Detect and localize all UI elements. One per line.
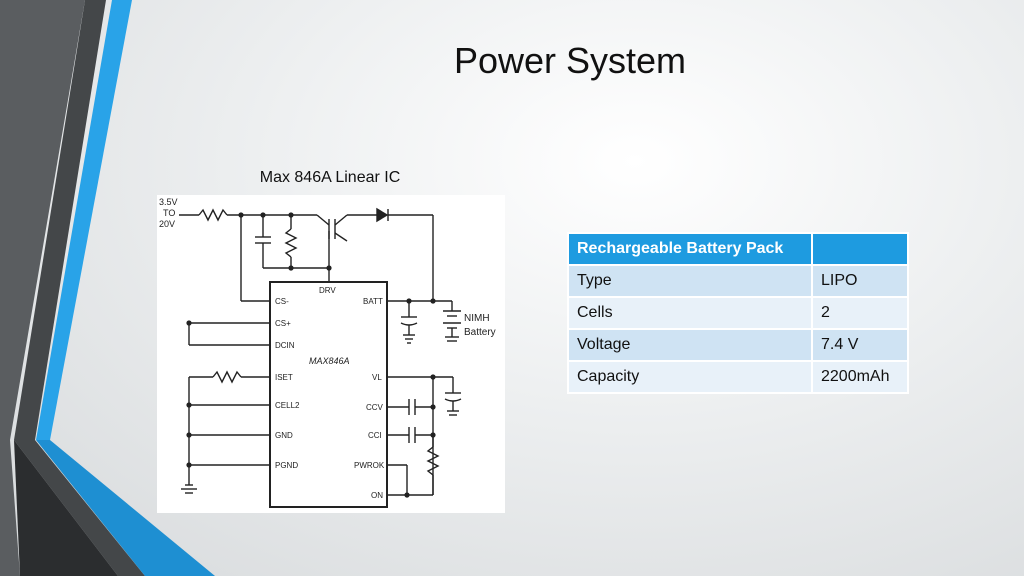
table-cell-value: 2 [811,296,909,330]
pin-pgnd: PGND [275,461,298,470]
table-row: Voltage 7.4 V [567,328,909,362]
battery-label-nimh: NIMH [464,313,490,324]
table-cell-value: LIPO [811,264,909,298]
pin-dcin: DCIN [275,341,295,350]
table-row: Cells 2 [567,296,909,330]
pin-cell2: CELL2 [275,401,300,410]
table-row: Type LIPO [567,264,909,298]
pin-iset: ISET [275,373,293,382]
table-cell-label: Cells [567,296,813,330]
input-voltage-label: 3.5V [159,197,178,207]
pin-vl: VL [372,373,382,382]
pin-cs-minus: CS- [275,297,289,306]
battery-spec-table: Rechargeable Battery Pack Type LIPO Cell… [567,232,909,394]
table-cell-label: Voltage [567,328,813,362]
chip-name: MAX846A [309,356,350,366]
schematic-caption: Max 846A Linear IC [259,169,401,186]
pin-gnd: GND [275,431,293,440]
pin-cs-plus: CS+ [275,319,291,328]
input-voltage-label-max: 20V [159,219,175,229]
decorative-stripes [0,0,215,576]
table-row: Capacity 2200mAh [567,360,909,394]
pin-on: ON [371,491,383,500]
circuit-schematic: 3.5V TO 20V DRV CS- CS+ DCIN ISET CELL2 … [157,195,505,513]
table-header-row: Rechargeable Battery Pack [567,232,909,266]
slide-title: Power System [453,40,687,81]
table-cell-value: 2200mAh [811,360,909,394]
table-header-cell [811,232,909,266]
pin-batt: BATT [363,297,383,306]
table-header-cell: Rechargeable Battery Pack [567,232,813,266]
input-voltage-label-to: TO [163,208,175,218]
pin-cci: CCI [368,431,382,440]
table-cell-label: Type [567,264,813,298]
battery-label-battery: Battery [464,327,496,338]
pin-drv: DRV [319,286,336,295]
pin-pwrok: PWROK [354,461,385,470]
table-cell-label: Capacity [567,360,813,394]
table-cell-value: 7.4 V [811,328,909,362]
pin-ccv: CCV [366,403,384,412]
